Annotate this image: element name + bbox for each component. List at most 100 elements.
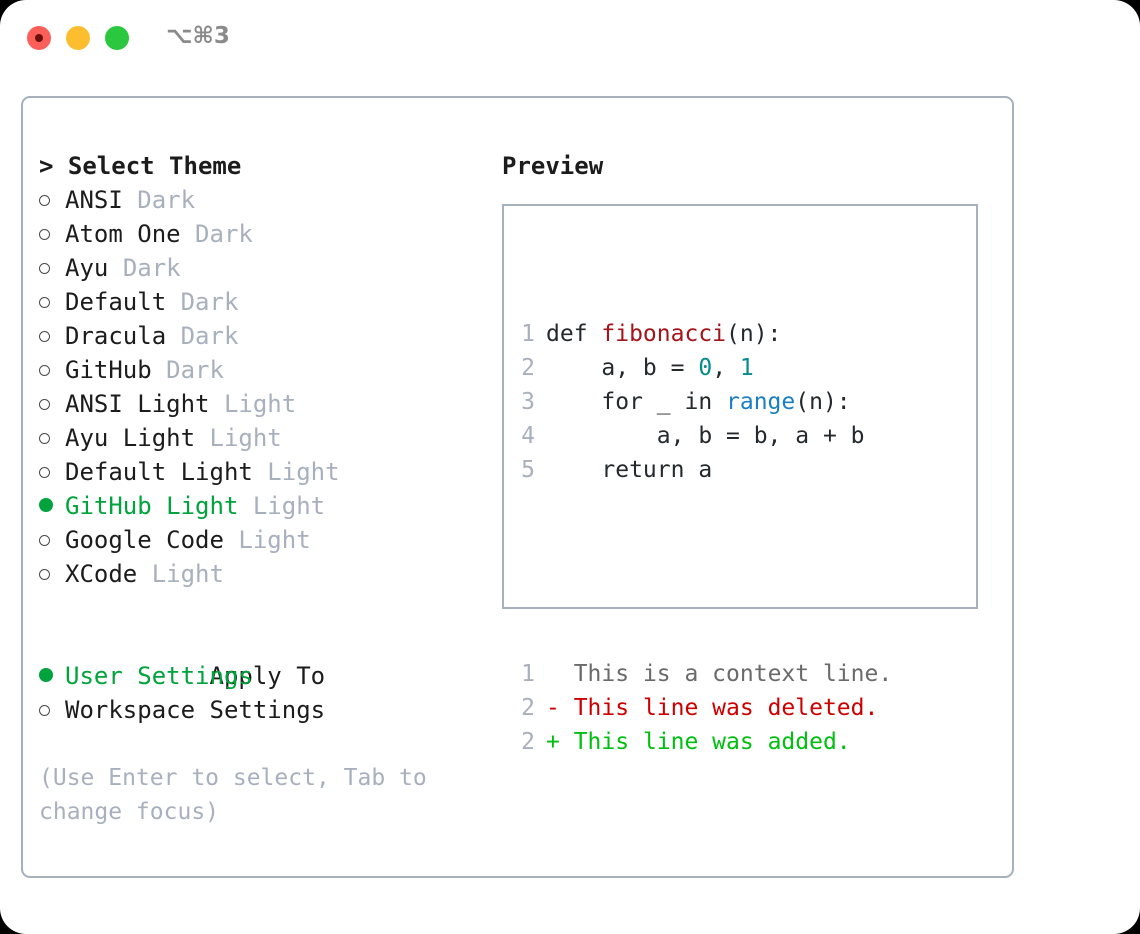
radio-selected-icon: [39, 659, 65, 693]
diff-text: This line was deleted.: [559, 695, 879, 721]
theme-option-dracula[interactable]: Dracula Dark: [39, 319, 489, 353]
theme-option-label: Default Light: [65, 458, 253, 486]
code-token-plain: a, b =: [546, 355, 699, 381]
apply-to-option-user-settings[interactable]: User Settings: [39, 659, 489, 693]
theme-option-variant-tag: Dark: [180, 322, 239, 350]
diff-line-number: 1: [521, 661, 535, 687]
code-token-plain: (n):: [795, 389, 851, 415]
code-line-number: 5: [521, 457, 535, 483]
theme-option-variant-tag: Light: [252, 492, 326, 520]
theme-option-label: XCode: [65, 560, 138, 588]
maximize-button[interactable]: [105, 26, 129, 50]
theme-option-variant-tag: Light: [238, 526, 311, 554]
diff-sign: +: [546, 729, 560, 755]
radio-unselected-icon: [39, 319, 65, 353]
theme-option-label: Default: [65, 288, 167, 316]
diff-line-number: 2: [521, 695, 535, 721]
apply-to-option-workspace-settings[interactable]: Workspace Settings: [39, 693, 489, 727]
theme-option-label: Dracula: [65, 322, 167, 350]
theme-option-github[interactable]: GitHub Dark: [39, 353, 489, 387]
radio-unselected-icon: [39, 421, 65, 455]
window-controls: [27, 26, 129, 50]
radio-selected-icon: [39, 489, 65, 523]
diff-line-number: 2: [521, 729, 535, 755]
radio-unselected-icon: [39, 353, 65, 387]
code-diff-separator: [521, 555, 892, 589]
theme-option-label: ANSI Light: [65, 390, 210, 418]
theme-option-variant-tag: Dark: [137, 186, 196, 214]
theme-option-ayu-light[interactable]: Ayu Light Light: [39, 421, 489, 455]
diff-text: This line was added.: [559, 729, 851, 755]
theme-option-ansi[interactable]: ANSI Dark: [39, 183, 489, 217]
diff-line-del: 2- This line was deleted.: [521, 691, 892, 725]
theme-option-label: GitHub: [65, 356, 152, 384]
theme-option-label: Atom One: [65, 220, 181, 248]
apply-to-option-label: Workspace Settings: [65, 696, 326, 724]
theme-option-ayu[interactable]: Ayu Dark: [39, 251, 489, 285]
theme-option-label: ANSI: [65, 186, 123, 214]
diff-sign: -: [546, 695, 560, 721]
theme-option-google-code[interactable]: Google Code Light: [39, 523, 489, 557]
code-token-plain: ,: [712, 355, 740, 381]
radio-unselected-icon: [39, 285, 65, 319]
diff-sign: [546, 661, 560, 687]
radio-unselected-icon: [39, 523, 65, 557]
radio-unselected-icon: [39, 217, 65, 251]
minimize-button[interactable]: [66, 26, 90, 50]
code-token-plain: (n):: [726, 321, 782, 347]
theme-option-label: Ayu: [65, 254, 109, 282]
theme-option-label: GitHub Light: [65, 492, 239, 520]
code-line: 3 for _ in range(n):: [521, 385, 892, 419]
theme-option-variant-tag: Light: [267, 458, 340, 486]
theme-option-label: Google Code: [65, 526, 224, 554]
keyboard-shortcut-label: ⌥⌘3: [166, 23, 230, 49]
code-token-plain: for _ in: [546, 389, 727, 415]
preview-title: Preview: [502, 152, 604, 180]
apply-to-option-label: User Settings: [65, 662, 253, 690]
code-token-plain: a, b = b, a + b: [546, 423, 865, 449]
close-button[interactable]: [27, 26, 51, 50]
theme-option-default[interactable]: Default Dark: [39, 285, 489, 319]
radio-unselected-icon: [39, 557, 65, 591]
diff-line-add: 2 + This line was added.: [521, 725, 892, 759]
theme-option-xcode[interactable]: XCode Light: [39, 557, 489, 591]
radio-unselected-icon: [39, 183, 65, 217]
code-line: 1 def fibonacci(n):: [521, 317, 892, 351]
diff-sample: 1 This is a context line.2- This line wa…: [521, 657, 892, 759]
apply-to-header: Apply To: [209, 662, 326, 690]
code-line: 4 a, b = b, a + b: [521, 419, 892, 453]
code-line-number: 2: [521, 355, 535, 381]
theme-option-variant-tag: Dark: [166, 356, 224, 384]
radio-unselected-icon: [39, 387, 65, 421]
code-token-num: 0: [698, 355, 713, 381]
theme-option-github-light[interactable]: GitHub Light Light: [39, 489, 489, 523]
radio-unselected-icon: [39, 251, 65, 285]
code-token-fn: fibonacci: [601, 321, 727, 347]
theme-option-variant-tag: Light: [223, 390, 297, 418]
code-token-plain: def: [546, 321, 602, 347]
theme-option-ansi-light[interactable]: ANSI Light Light: [39, 387, 489, 421]
select-theme-header: > Select Theme: [39, 152, 242, 180]
code-token-plain: return a: [546, 457, 713, 483]
code-line-number: 1: [521, 321, 535, 347]
list-spacer: [39, 591, 489, 625]
theme-option-variant-tag: Light: [151, 560, 224, 588]
code-token-num: 1: [739, 355, 754, 381]
theme-option-variant-tag: Dark: [180, 288, 239, 316]
code-line: 2 a, b = 0, 1: [521, 351, 892, 385]
theme-option-label: Ayu Light: [65, 424, 196, 452]
code-line-number: 4: [521, 423, 535, 449]
theme-option-default-light[interactable]: Default Light Light: [39, 455, 489, 489]
help-text: (Use Enter to select, Tab to change focu…: [39, 765, 427, 825]
theme-option-variant-tag: Light: [209, 424, 282, 452]
theme-option-atom-one[interactable]: Atom One Dark: [39, 217, 489, 251]
